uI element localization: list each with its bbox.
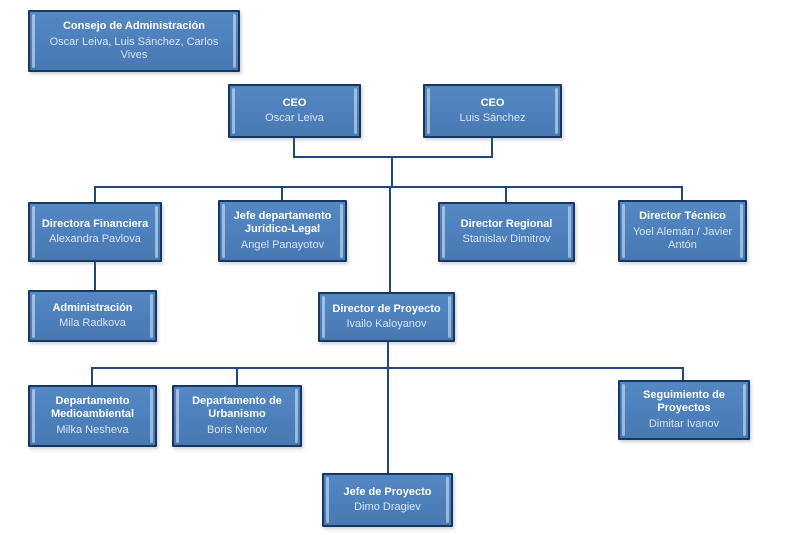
connector-drop-regional <box>505 186 507 203</box>
connector-ceo2-drop <box>491 138 493 158</box>
connector-drop-juridico <box>281 186 283 201</box>
org-node-body: Alexandra Pavlova <box>49 233 141 246</box>
org-node-title: Administración <box>52 301 133 314</box>
org-node-title: Director de Proyecto <box>332 302 441 315</box>
org-node-body: Oscar Leiva, Luis Sánchez, Carlos Vives <box>49 35 219 61</box>
org-node-director-tecnico[interactable]: Director Técnico Yoel Alemán / Javier An… <box>618 200 747 262</box>
org-node-title: CEO <box>282 96 307 109</box>
org-node-departamento-urbanismo[interactable]: Departamento de Urbanismo Boris Nenov <box>172 385 302 447</box>
connector-ceo-join <box>293 156 493 158</box>
org-node-body: Oscar Leiva <box>265 112 324 125</box>
org-node-body: Ivailo Kaloyanov <box>346 318 427 331</box>
org-node-title: CEO <box>480 96 505 109</box>
connector-spine-lower <box>387 367 389 474</box>
connector-drop-seguimiento <box>682 367 684 381</box>
org-node-body: Stanislav Dimitrov <box>462 233 551 246</box>
connector-spine-upper <box>391 156 393 187</box>
org-node-title: Departamento de Urbanismo <box>192 394 282 421</box>
org-node-director-de-proyecto[interactable]: Director de Proyecto Ivailo Kaloyanov <box>318 292 455 342</box>
org-node-body: Luis Sánchez <box>459 112 526 125</box>
connector-financiera-administracion <box>94 262 96 291</box>
org-node-body: Yoel Alemán / Javier Antón <box>632 225 733 251</box>
org-node-title: Director Regional <box>460 217 553 230</box>
org-node-director-regional[interactable]: Director Regional Stanislav Dimitrov <box>438 202 575 262</box>
org-node-title: Jefe departamento Jurídico-Legal <box>233 209 332 236</box>
org-node-ceo-oscar-leiva[interactable]: CEO Oscar Leiva <box>228 84 361 138</box>
org-node-title: Consejo de Administración <box>62 19 205 32</box>
org-node-consejo-administracion[interactable]: Consejo de Administración Oscar Leiva, L… <box>28 10 240 72</box>
org-node-jefe-juridico-legal[interactable]: Jefe departamento Jurídico-Legal Angel P… <box>218 200 347 262</box>
org-node-title: Seguimiento de Proyectos <box>643 388 725 415</box>
org-node-departamento-medioambiental[interactable]: Departamento Medioambiental Milka Neshev… <box>28 385 157 447</box>
org-node-jefe-de-proyecto[interactable]: Jefe de Proyecto Dimo Dragiev <box>322 473 453 527</box>
org-node-body: Dimo Dragiev <box>354 501 421 514</box>
connector-bus-level2 <box>94 186 683 188</box>
org-node-administracion[interactable]: Administración Mila Radkova <box>28 290 157 342</box>
org-node-seguimiento-proyectos[interactable]: Seguimiento de Proyectos Dimitar Ivanov <box>618 380 750 440</box>
connector-spine-mid <box>389 186 391 293</box>
org-node-directora-financiera[interactable]: Directora Financiera Alexandra Pavlova <box>28 202 162 262</box>
org-node-body: Dimitar Ivanov <box>648 418 720 431</box>
connector-drop-tecnico <box>681 186 683 201</box>
org-node-title: Director Técnico <box>639 209 726 222</box>
org-node-body: Milka Nesheva <box>56 424 129 437</box>
connector-drop-urbanismo <box>236 367 238 386</box>
connector-proyecto-drop <box>387 342 389 368</box>
connector-ceo1-drop <box>293 138 295 158</box>
org-node-body: Boris Nenov <box>207 424 267 437</box>
org-node-ceo-luis-sanchez[interactable]: CEO Luis Sánchez <box>423 84 562 138</box>
org-node-body: Mila Radkova <box>59 317 126 330</box>
org-node-title: Jefe de Proyecto <box>343 485 432 498</box>
org-node-title: Directora Financiera <box>41 217 149 230</box>
connector-drop-financiera <box>94 186 96 203</box>
connector-drop-medioambiental <box>91 367 93 386</box>
org-node-body: Angel Panayotov <box>240 239 325 252</box>
org-node-title: Departamento Medioambiental <box>50 394 135 421</box>
